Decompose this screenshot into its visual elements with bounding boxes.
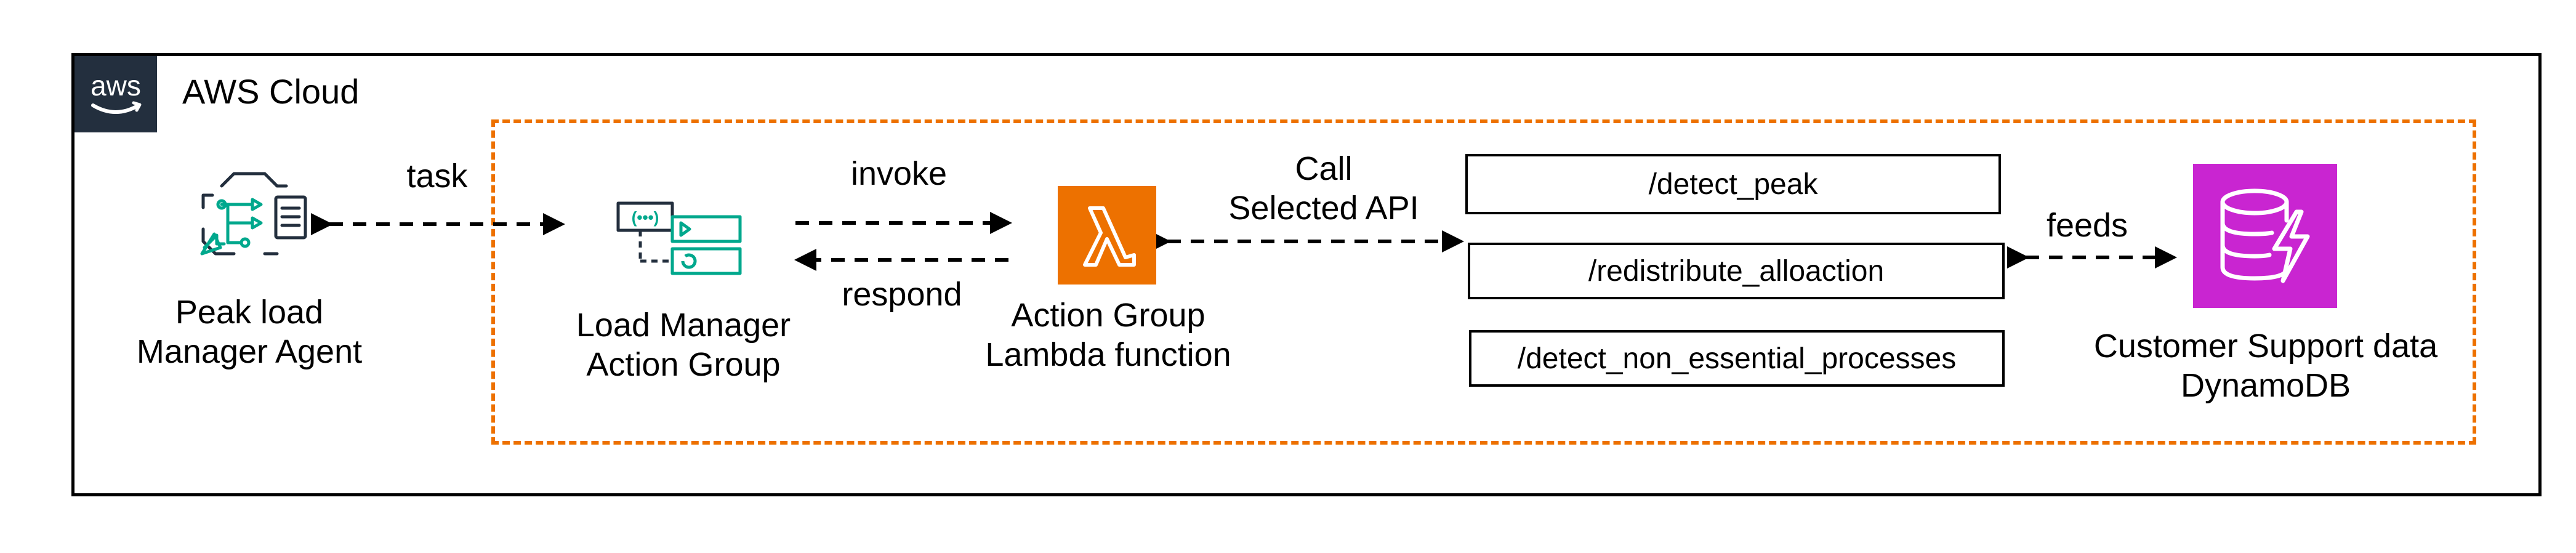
dynamodb-label-line1: Customer Support data [2093, 328, 2438, 365]
dynamodb-label-line2: DynamoDB [2180, 367, 2351, 404]
agent-label: Peak load Manager Agent [117, 293, 382, 371]
feeds-label: feeds [2046, 207, 2128, 244]
orange-dashed-boundary [491, 119, 2476, 445]
aws-logo: aws [74, 56, 157, 132]
agent-label-line2: Manager Agent [136, 333, 363, 370]
lambda-label: Action Group Lambda function [967, 296, 1250, 374]
call-api-label-line2: Selected API [1228, 190, 1419, 227]
lambda-tile [1058, 186, 1156, 285]
api-detect-peak: /detect_peak [1465, 154, 2001, 214]
action-group-label-line1: Load Manager [576, 307, 791, 344]
action-group-label-line2: Action Group [586, 346, 781, 383]
call-api-label-line1: Call [1295, 150, 1353, 187]
invoke-label: invoke [850, 155, 948, 192]
aws-logo-icon: aws [91, 70, 142, 114]
api-redistribute-alloaction: /redistribute_alloaction [1468, 243, 2005, 299]
respond-label: respond [842, 276, 962, 313]
lambda-label-line2: Lambda function [985, 336, 1231, 373]
aws-logo-text: aws [91, 70, 141, 102]
svg-text:(•••): (•••) [632, 208, 659, 227]
aws-cloud-frame [71, 53, 2542, 496]
lambda-label-line1: Action Group [1011, 297, 1205, 334]
dynamodb-label: Customer Support data DynamoDB [2063, 326, 2469, 405]
action-group-label: Load Manager Action Group [548, 305, 819, 384]
call-api-label: Call Selected API [1207, 149, 1441, 228]
dynamodb-icon [2220, 188, 2310, 283]
agent-label-line1: Peak load [175, 294, 324, 331]
action-group-icon: (•••) [616, 201, 742, 275]
api-detect-non-essential-processes: /detect_non_essential_processes [1469, 330, 2005, 387]
dynamodb-tile [2193, 164, 2337, 308]
task-label: task [406, 158, 468, 195]
lambda-icon [1083, 206, 1136, 267]
agent-icon [200, 172, 307, 256]
aws-cloud-title: AWS Cloud [182, 72, 360, 111]
